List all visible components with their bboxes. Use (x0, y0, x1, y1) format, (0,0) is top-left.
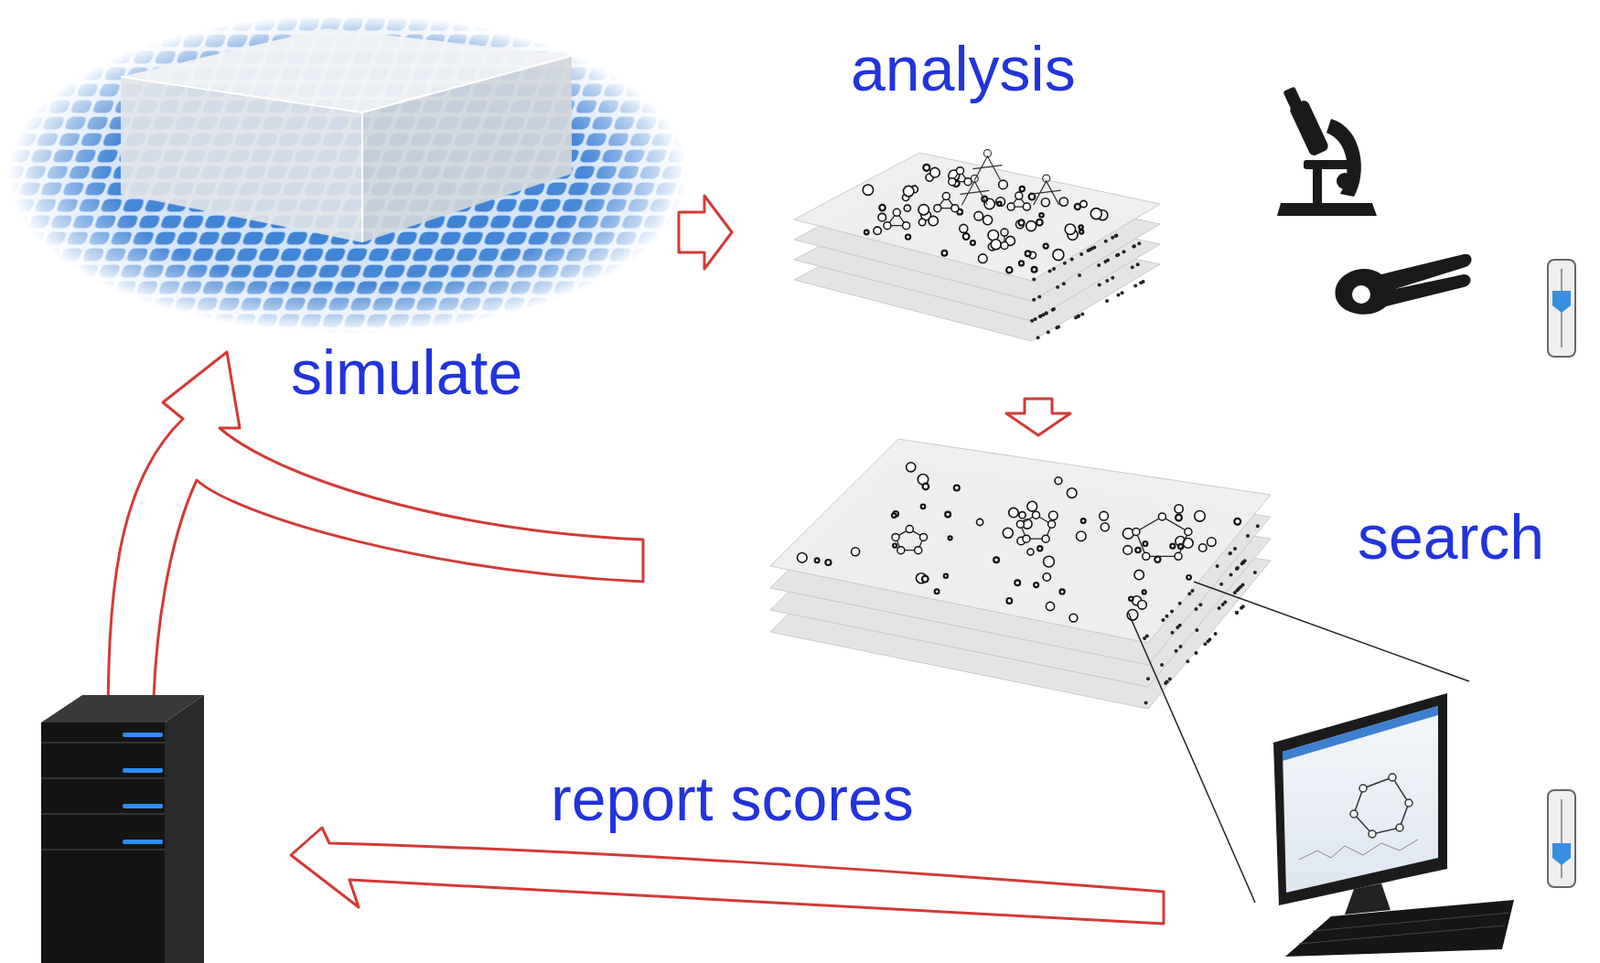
microscope-icon (1277, 85, 1377, 216)
clamp-icon (1335, 254, 1472, 315)
slider-icon (1547, 259, 1576, 888)
simulation-grid (0, 9, 696, 339)
step-label: report scores (550, 764, 914, 834)
server-icon (41, 695, 205, 963)
data-sheets (770, 150, 1271, 709)
step-label: search (1357, 503, 1545, 572)
step-label: analysis (850, 34, 1076, 104)
computer-icon (1273, 693, 1515, 957)
step-label: simulate (290, 338, 523, 408)
